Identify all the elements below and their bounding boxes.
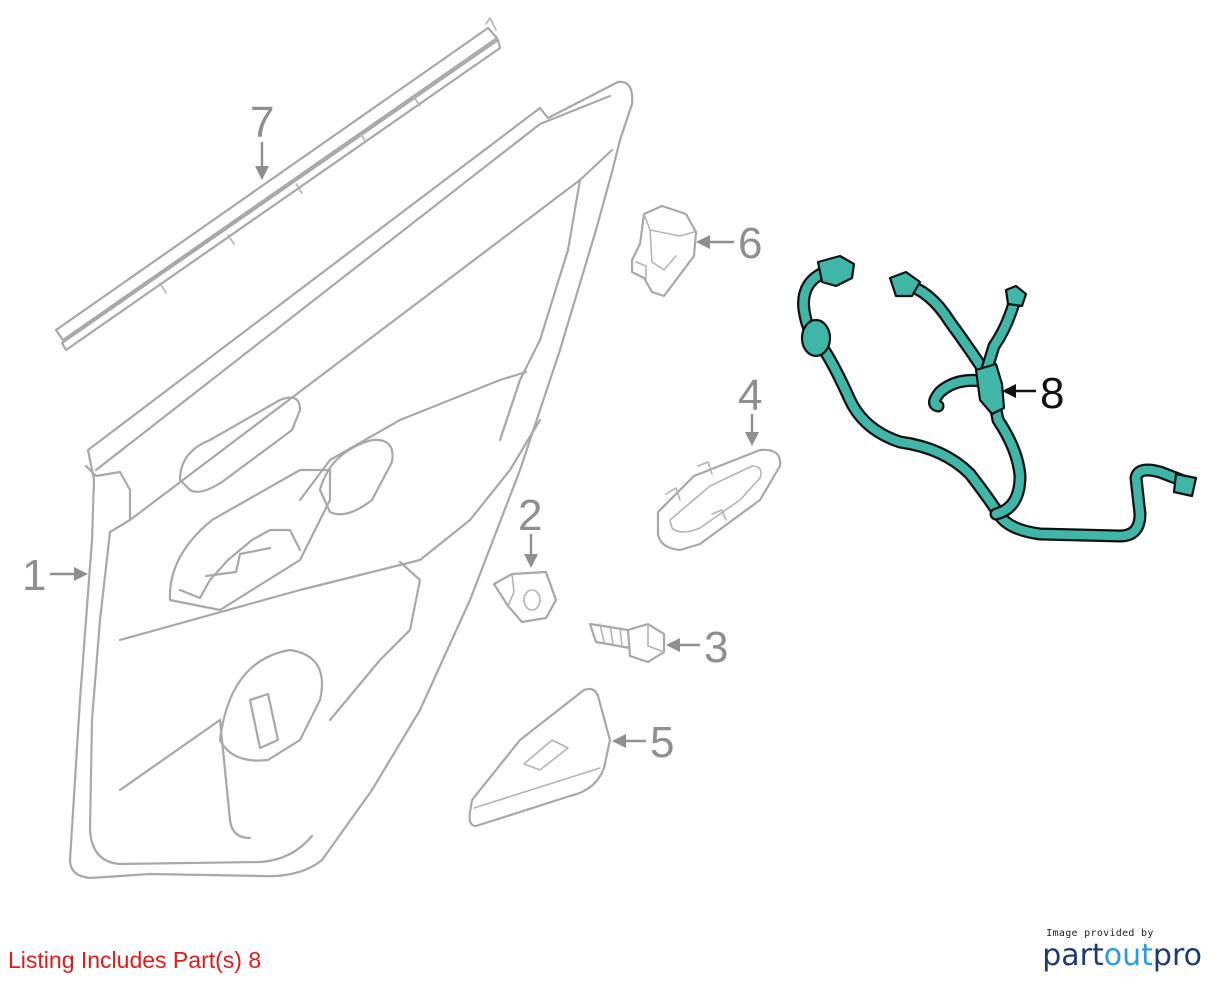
callout-3: 3	[666, 623, 728, 672]
listing-note: Listing Includes Part(s) 8	[8, 947, 262, 973]
svg-text:3: 3	[704, 623, 728, 672]
callout-4: 4	[738, 371, 762, 446]
callout-1: 1	[22, 551, 88, 600]
callout-7: 7	[250, 98, 274, 180]
part-5-switch-bezel[interactable]	[468, 687, 612, 828]
svg-text:2: 2	[518, 491, 542, 540]
part-7-weatherstrip[interactable]	[54, 17, 502, 352]
callout-2: 2	[518, 491, 542, 568]
svg-text:1: 1	[22, 551, 46, 600]
callout-8: 8	[1002, 369, 1064, 418]
logo-pro: pro	[1152, 938, 1202, 973]
credit-caption: Image provided by	[1046, 928, 1154, 939]
part-4-handle-bezel[interactable]	[656, 448, 782, 552]
part-1-door-trim-panel[interactable]	[68, 80, 634, 880]
callout-6: 6	[696, 219, 762, 268]
part-8-wiring-harness[interactable]	[797, 254, 1198, 543]
partoutpro-logo: partoutpro	[1042, 939, 1202, 973]
svg-text:7: 7	[250, 98, 274, 147]
callout-5: 5	[612, 718, 674, 767]
logo-out: out	[1103, 938, 1153, 973]
svg-text:5: 5	[650, 718, 674, 767]
image-credit: Image provided by partoutpro	[1042, 928, 1202, 973]
svg-text:4: 4	[738, 371, 762, 420]
logo-part: part	[1042, 938, 1104, 973]
svg-text:6: 6	[738, 219, 762, 268]
part-6-switch-clip[interactable]	[630, 204, 698, 298]
part-2-clip[interactable]	[492, 570, 558, 624]
part-3-screw[interactable]	[588, 622, 666, 664]
svg-text:8: 8	[1040, 369, 1064, 418]
